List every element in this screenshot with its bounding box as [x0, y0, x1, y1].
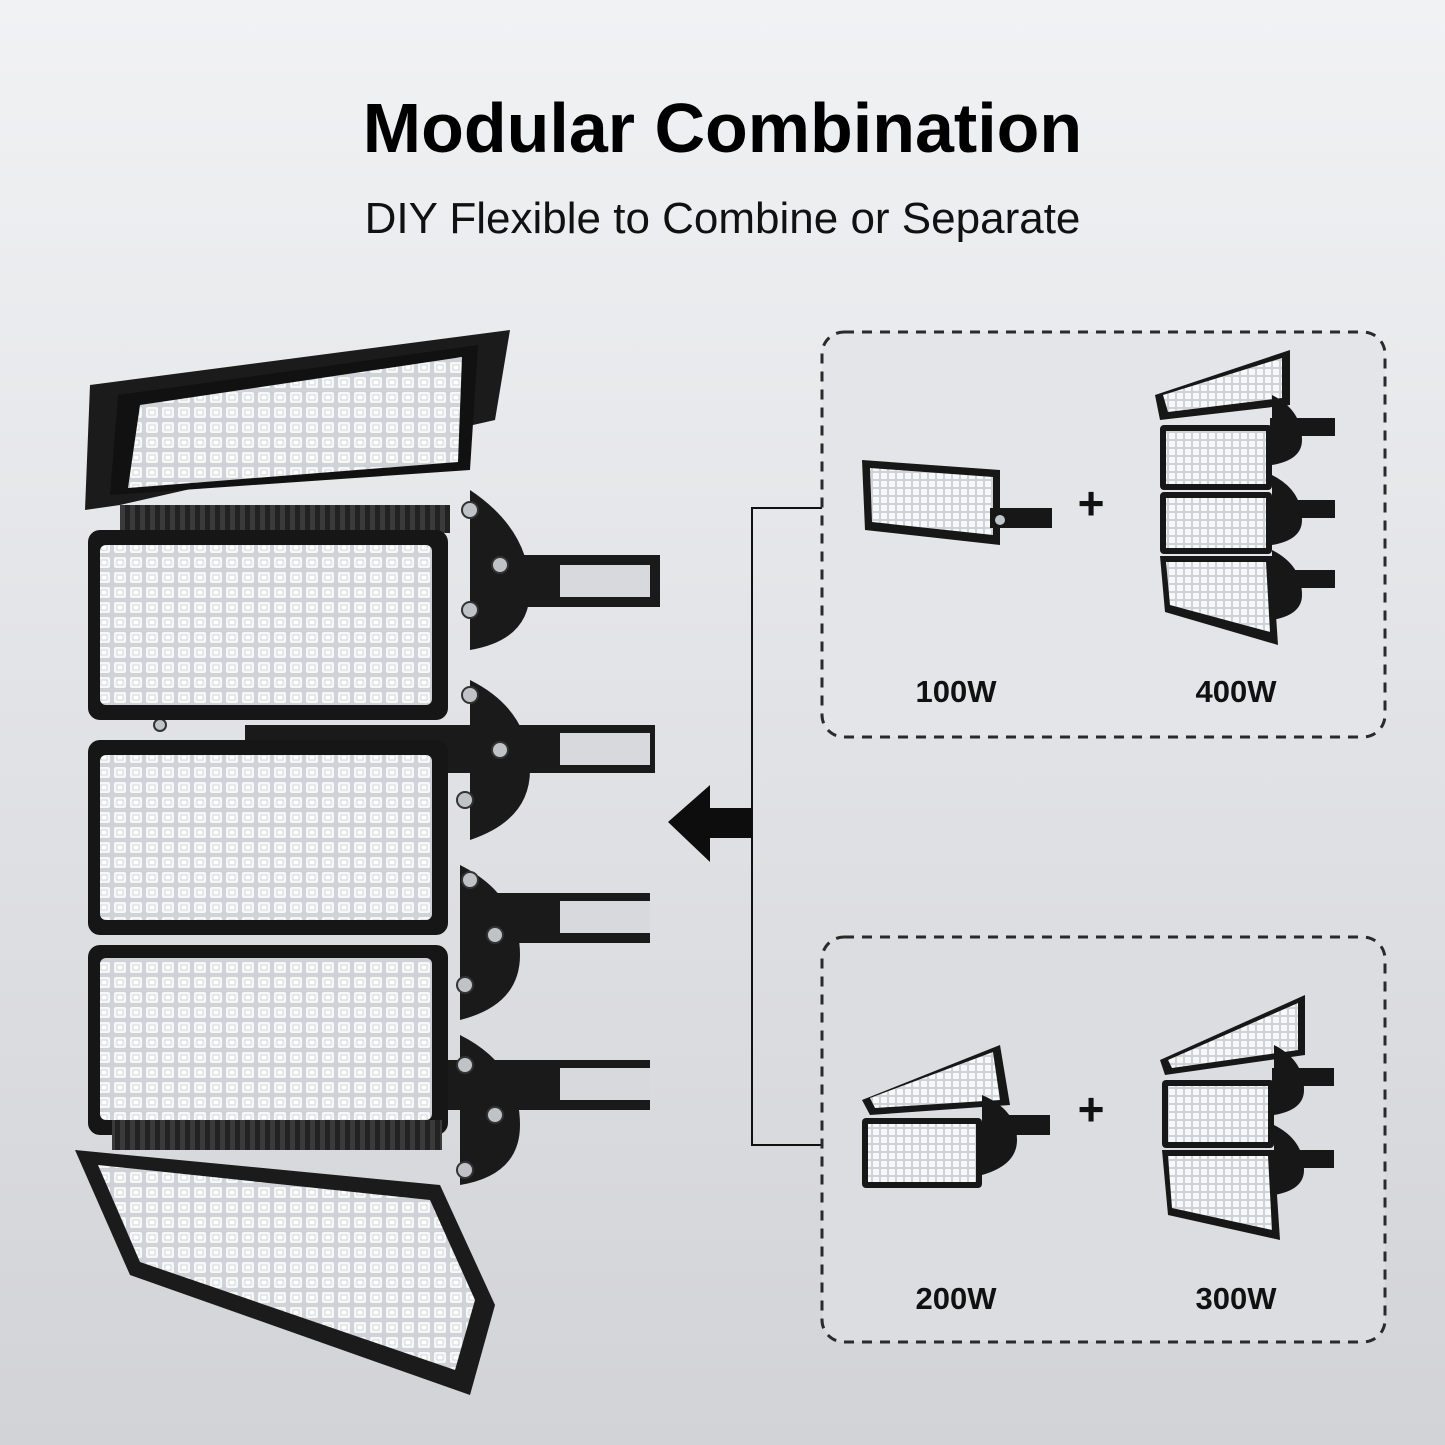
module-bottom	[75, 1120, 495, 1395]
main-fixture	[75, 330, 660, 1395]
module-4	[88, 945, 448, 1135]
left-arrow-icon	[668, 785, 752, 862]
connector-lines	[751, 507, 822, 1146]
fixture-300w	[1160, 995, 1334, 1240]
label-300w: 300W	[1195, 1281, 1277, 1316]
label-100w: 100W	[915, 674, 997, 709]
bolts	[153, 501, 509, 1179]
fixture-100w	[862, 460, 1052, 545]
module-3	[88, 740, 448, 935]
page-title: Modular Combination	[362, 89, 1083, 167]
label-400w: 400W	[1195, 674, 1277, 709]
fixture-200w	[862, 1045, 1050, 1188]
label-200w: 200W	[915, 1281, 997, 1316]
plus-sign-1: +	[1077, 477, 1105, 529]
page-subtitle: DIY Flexible to Combine or Separate	[364, 194, 1081, 243]
module-top	[85, 330, 510, 533]
module-2	[88, 530, 448, 720]
plus-sign-2: +	[1077, 1083, 1105, 1135]
fixture-400w	[1155, 350, 1335, 645]
